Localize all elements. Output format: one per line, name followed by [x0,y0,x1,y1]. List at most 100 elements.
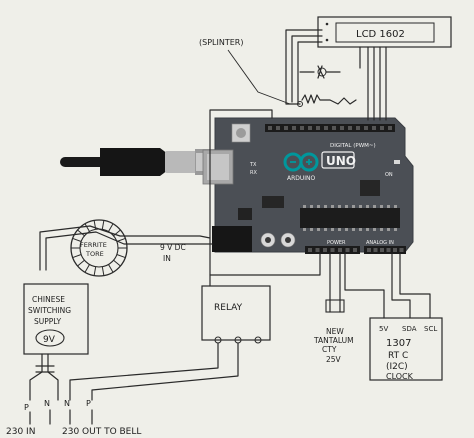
analog-header [364,246,406,254]
tore-winding [84,264,90,273]
relay-module: RELAY [201,285,271,344]
dc-label-2: IN [163,254,171,263]
relay-wire-no [91,342,239,401]
terminal-n1: N [44,399,50,408]
rtc-label-3: (I2C) [386,362,408,372]
cap-label-2: TANTALUM [313,336,354,345]
header-pin [324,126,328,130]
mains-out-label: 230 OUT TO BELL [62,427,141,437]
header-pin [323,248,327,252]
cap-label-3: CTY [322,345,337,354]
chip-leg [324,205,327,208]
digital-label: DIGITAL (PWM~) [330,143,376,149]
chip-leg [373,205,376,208]
ground-wire [209,109,273,276]
chip-leg [359,228,362,231]
tantalum-capacitor: NEW TANTALUM CTY 25V [313,253,354,364]
terminal-p2: P [86,399,91,408]
chip-leg [317,228,320,231]
chip-leg [310,205,313,208]
ferrite-tore: FERRITE TORE [70,219,128,277]
header-pin [276,126,280,130]
tore-winding [116,254,126,259]
arduino-uno-board: DIGITAL (PWM~) ARDUINO UNO TX RX ON POWE… [202,117,414,254]
rtc-scl-wire [399,253,431,319]
psu-mains-wire-p [29,353,43,401]
power-label: POWER [327,240,346,246]
tore-winding [101,220,105,230]
uno-badge [321,151,355,169]
chip-leg [352,228,355,231]
rtc-sda-label: SDA [402,325,417,333]
header-pin [284,126,288,130]
header-pin [353,248,357,252]
rtc-sda-wire [391,253,411,319]
switching-supply: CHINESE SWITCHING SUPPLY 9V [23,283,89,355]
lcd-wires [285,29,387,121]
chip-leg [331,228,334,231]
lcd-label: LCD 1602 [356,29,405,40]
terminal-n2: N [64,399,70,408]
chip-leg [317,205,320,208]
chip-leg [324,228,327,231]
header-pin [308,248,312,252]
psu-mains-wire-n [47,353,59,401]
relay-signal-wire [209,253,321,287]
psu-fuse [35,365,55,373]
header-pin [380,248,384,252]
tore-winding [108,264,114,273]
chip-leg [303,228,306,231]
chip-leg [394,205,397,208]
psu-label-3: SUPPLY [34,317,61,326]
chip-leg [380,228,383,231]
chip-leg [366,205,369,208]
rtc-ds1307: 5V SDA SCL 1307 RT C (I2C) CLOCK [369,317,443,381]
chip-leg [338,228,341,231]
tore-winding [77,229,85,237]
relay-wire-common [69,342,219,401]
header-pin [330,248,335,252]
chip-leg [359,205,362,208]
header-pin [393,248,397,252]
tore-winding [113,259,121,267]
mains-in-label: 230 IN [6,427,35,437]
header-pin [367,248,371,252]
on-label: ON [385,172,393,178]
psu-label-1: CHINESE [32,295,65,304]
arduino-logo [283,152,319,172]
terminal-p1: P [24,403,29,412]
chip-leg [373,228,376,231]
chip-leg [345,228,348,231]
header-pin [386,248,391,252]
chip-leg [303,205,306,208]
rtc-5v-wire [344,253,385,319]
relay-label: RELAY [214,303,243,313]
header-pin [315,248,320,252]
header-pin [332,126,336,130]
dc-wire-minus [45,231,213,271]
ferrite-label-1: FERRITE [80,241,107,249]
header-pin [348,126,352,130]
chip-leg [310,228,313,231]
tore-winding [77,259,85,267]
chip-leg [387,205,390,208]
header-pin [388,126,392,130]
chip-leg [394,228,397,231]
tore-winding [84,223,90,232]
splinter-annotation: (SPLINTER) [199,38,291,105]
mains-terminals: P N N P [24,399,93,425]
chip-leg [338,205,341,208]
rx-label: RX [250,170,257,176]
rtc-5v-label: 5V [379,325,388,333]
header-pin [316,126,320,130]
header-pin [340,126,344,130]
rtc-scl-label: SCL [424,325,437,333]
header-pin [372,126,376,130]
tore-winding [72,237,82,242]
atmega-chip [300,208,400,228]
dc-label-1: 9 V DC [160,243,186,252]
psu-label-2: SWITCHING [28,306,71,315]
header-pin [308,126,312,130]
header-pin [364,126,368,130]
